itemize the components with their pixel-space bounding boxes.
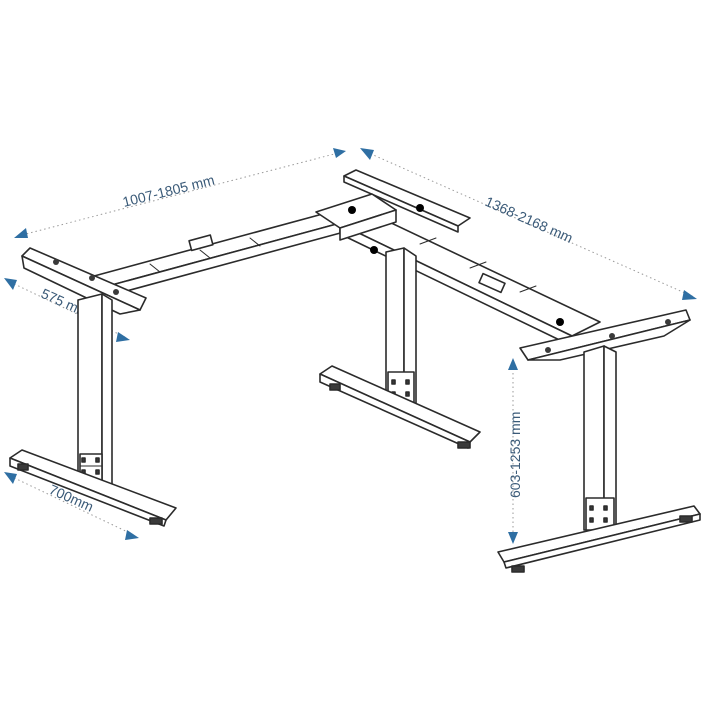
length-right-arrow-start — [360, 148, 374, 160]
height-label: 603-1253 mm — [507, 412, 523, 498]
depth-bottom-guide — [5, 473, 137, 537]
length-right-label: 1368-2168 mm — [483, 193, 576, 246]
desk-frame — [9, 169, 701, 573]
length-left-guide — [17, 151, 343, 237]
length-left-arrow-start — [14, 228, 28, 238]
height-arrow-bottom — [508, 532, 518, 544]
height-arrow-top — [508, 358, 518, 370]
depth-top-arrow-start — [4, 278, 17, 290]
depth-bottom-arrow-end — [125, 530, 139, 540]
dimension-guides — [4, 148, 697, 544]
right-leg — [583, 345, 617, 531]
corner-top-bar — [343, 169, 471, 233]
depth-bottom-arrow-start — [4, 472, 17, 484]
center-hub — [315, 193, 397, 254]
middle-leg — [385, 247, 417, 411]
length-right-arrow-end — [682, 290, 697, 300]
depth-top-arrow-end — [116, 332, 130, 342]
right-top-bracket — [519, 309, 691, 361]
length-right-guide — [361, 149, 695, 298]
left-foot — [9, 449, 177, 527]
left-leg — [77, 293, 113, 485]
length-left-label: 1007-1805 mm — [121, 172, 216, 210]
length-left-arrow-end — [333, 148, 346, 158]
middle-foot — [319, 365, 481, 449]
right-foot — [497, 505, 701, 573]
